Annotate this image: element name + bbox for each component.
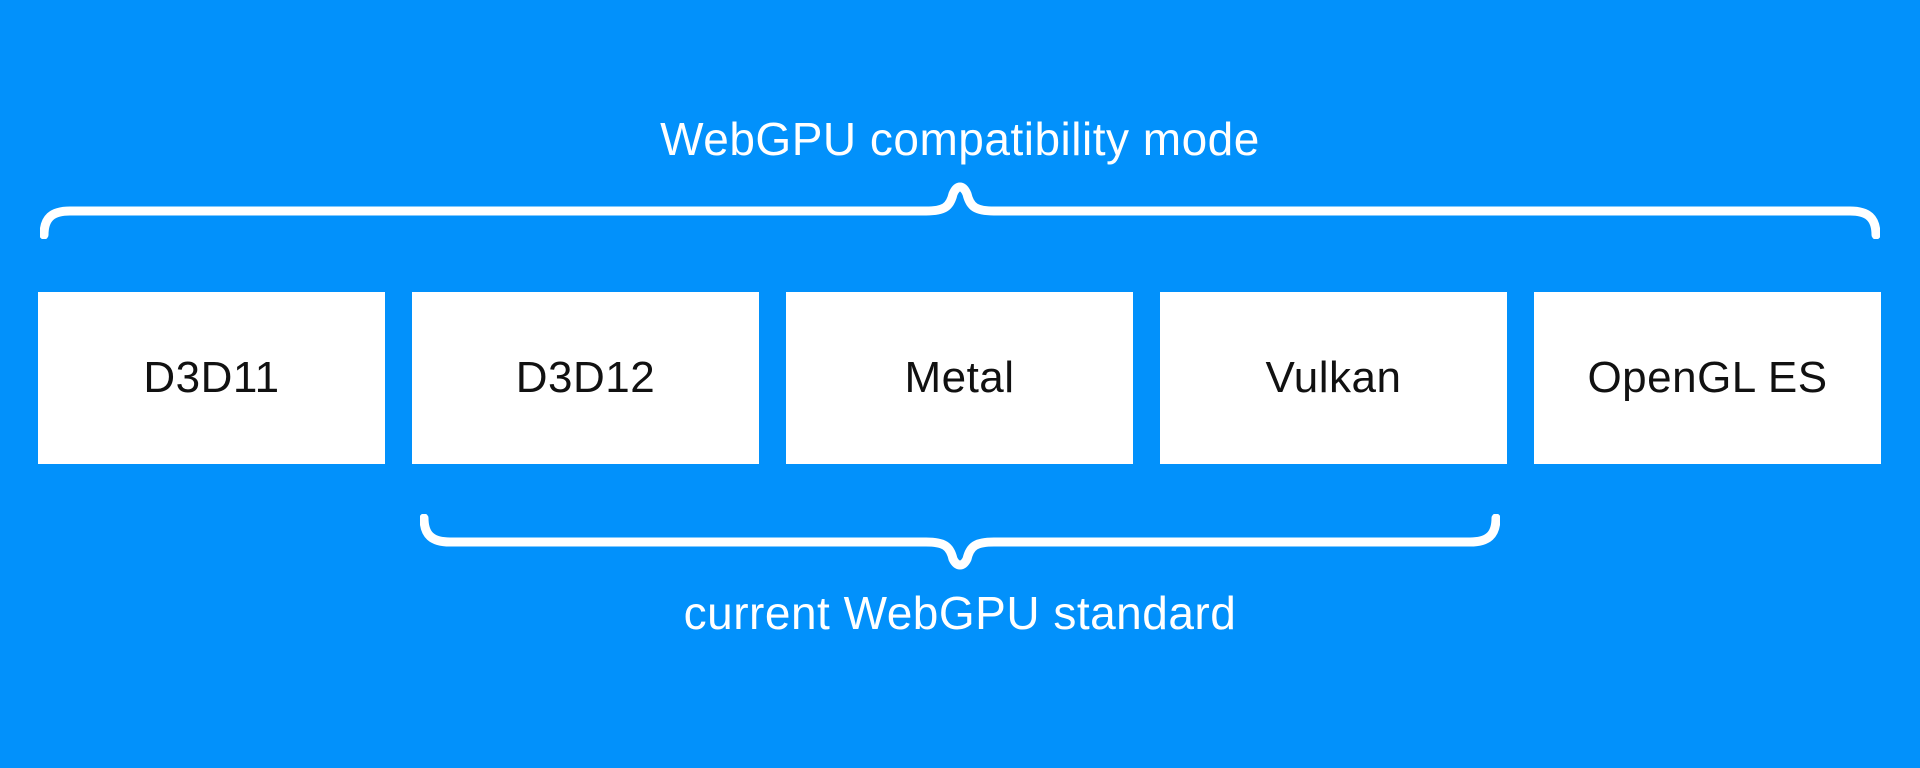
api-box-label: Vulkan	[1265, 353, 1402, 402]
api-box-d3d11: D3D11	[38, 292, 385, 464]
api-box-vulkan: Vulkan	[1160, 292, 1507, 464]
top-brace-label: WebGPU compatibility mode	[660, 113, 1260, 165]
api-box-label: OpenGL ES	[1587, 353, 1828, 402]
bottom-brace-label: current WebGPU standard	[683, 587, 1237, 639]
top-curly-brace	[40, 182, 1880, 239]
api-box-metal: Metal	[786, 292, 1133, 464]
bottom-curly-brace	[420, 514, 1500, 570]
api-box-label: D3D11	[143, 353, 280, 402]
api-boxes-row: D3D11 D3D12 Metal Vulkan OpenGL ES	[38, 292, 1881, 464]
api-box-label: D3D12	[515, 353, 656, 402]
api-box-label: Metal	[904, 353, 1015, 402]
api-box-d3d12: D3D12	[412, 292, 759, 464]
api-box-opengl-es: OpenGL ES	[1534, 292, 1881, 464]
